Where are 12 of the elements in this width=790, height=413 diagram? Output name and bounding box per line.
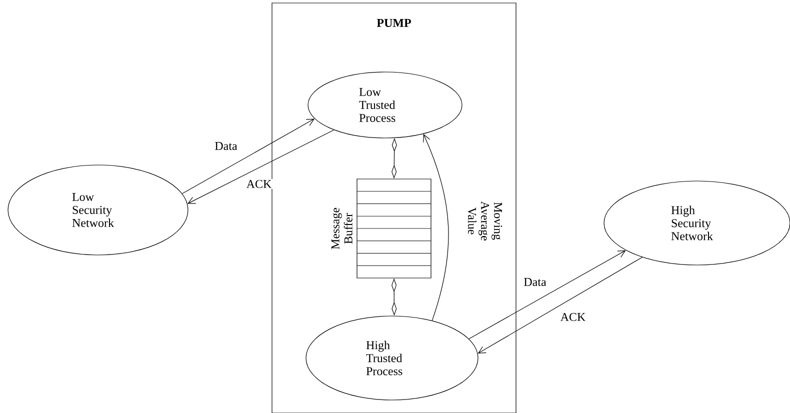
arrow bbox=[182, 118, 315, 194]
edge-label: ACK bbox=[559, 312, 587, 322]
node-label: Message Buffer bbox=[331, 208, 352, 250]
arrow bbox=[187, 130, 334, 204]
edge-label: Moving Average Value bbox=[466, 196, 504, 246]
edge-label: ACK bbox=[245, 178, 273, 190]
edge-label: Data bbox=[522, 277, 548, 287]
arrow bbox=[468, 250, 626, 340]
edge-label: Data bbox=[214, 141, 238, 151]
arrow bbox=[478, 256, 643, 354]
message-buffer: Message Buffer bbox=[331, 178, 432, 278]
curved-arrow bbox=[423, 134, 449, 321]
